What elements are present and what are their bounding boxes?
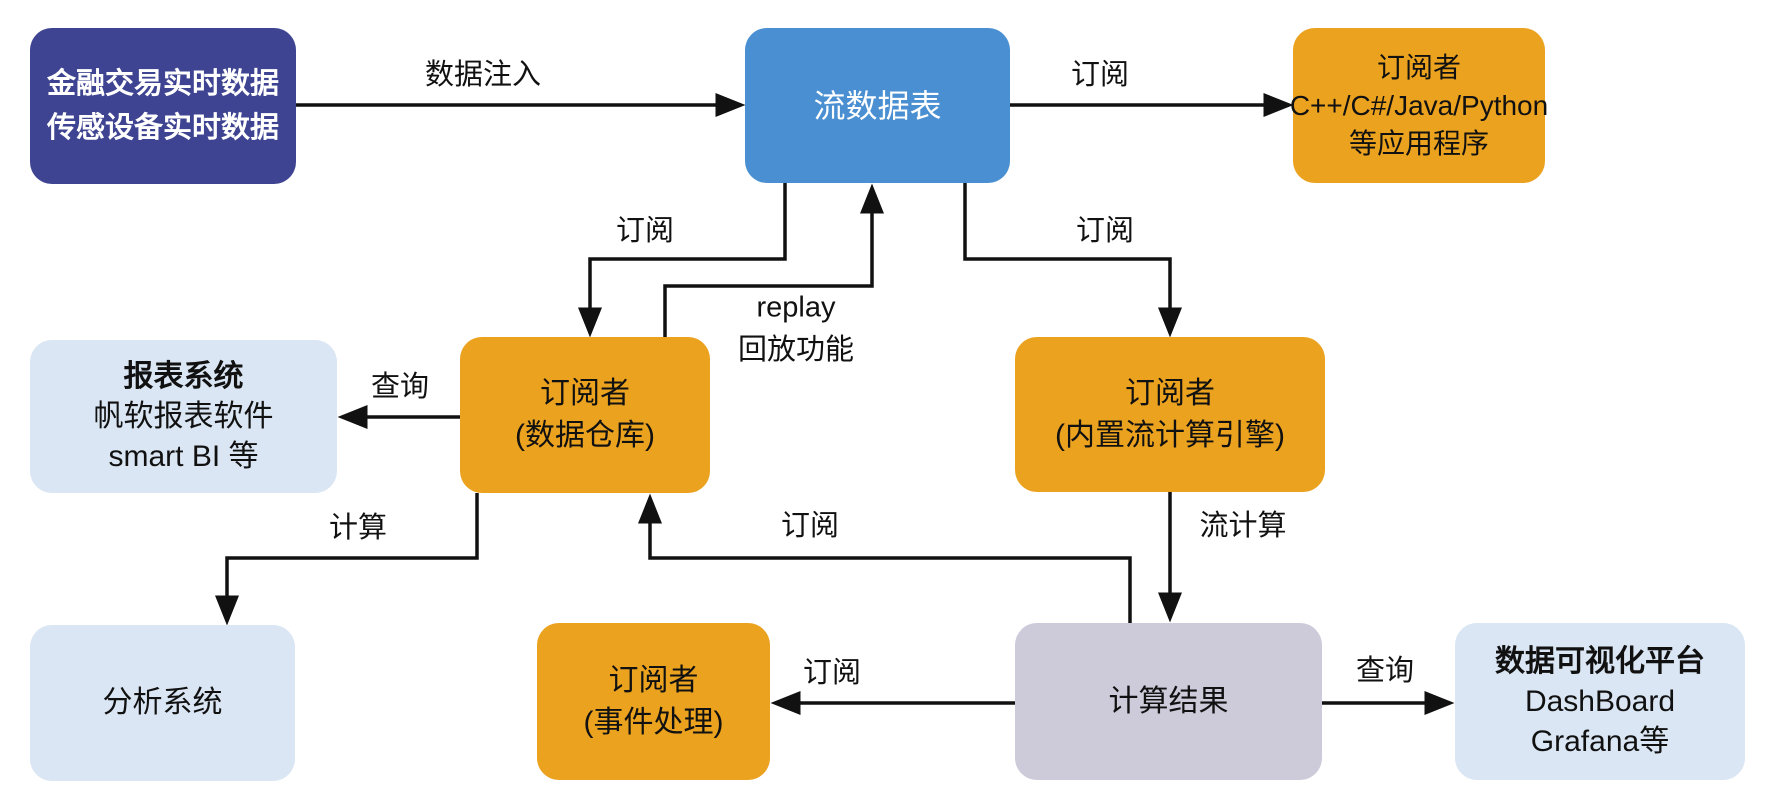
event-subscriber-line-2: (事件处理): [583, 705, 724, 739]
arrow-subscribe-warehouse: [578, 183, 787, 338]
edge-label-query-viz: 查询: [1355, 655, 1415, 687]
report-system-title: 报表系统: [123, 359, 244, 393]
edge-label-subscribe-app: 订阅: [1070, 59, 1130, 91]
edge-label-replay-2: 回放功能: [737, 334, 855, 366]
source-line-1: 金融交易实时数据: [46, 68, 279, 100]
edge-label-query-report: 查询: [370, 371, 430, 403]
node-app-subscriber: 订阅者 C++/C#/Java/Python 等应用程序: [1289, 28, 1549, 183]
viz-platform-line-2: Grafana等: [1530, 724, 1670, 758]
arrow-compute: [215, 493, 479, 626]
edge-label-subscribe-engine: 订阅: [1075, 215, 1135, 247]
edge-label-subscribe-back: 订阅: [780, 510, 840, 542]
viz-platform-title: 数据可视化平台: [1495, 644, 1705, 678]
node-report-system: 报表系统 帆软报表软件 smart BI 等: [30, 340, 337, 493]
edge-label-compute: 计算: [328, 512, 388, 544]
edge-label-stream-compute: 流计算: [1199, 510, 1287, 542]
report-system-line-2: smart BI 等: [108, 439, 259, 473]
edge-label-subscribe-warehouse: 订阅: [615, 215, 675, 247]
node-warehouse-subscriber: 订阅者 (数据仓库): [460, 337, 710, 493]
node-engine-subscriber: 订阅者 (内置流计算引擎): [1015, 337, 1325, 492]
engine-subscriber-line-2: (内置流计算引擎): [1055, 418, 1285, 452]
engine-subscriber-line-1: 订阅者: [1125, 376, 1215, 410]
node-viz-platform: 数据可视化平台 DashBoard Grafana等: [1455, 623, 1745, 780]
node-stream-table: 流数据表: [745, 28, 1010, 183]
edge-label-inject: 数据注入: [424, 59, 542, 91]
warehouse-subscriber-line-1: 订阅者: [540, 377, 630, 410]
edge-label-replay-1: replay: [756, 291, 836, 324]
analysis-system-label: 分析系统: [102, 686, 223, 719]
app-subscriber-line-1: 订阅者: [1376, 51, 1461, 83]
event-subscriber-line-1: 订阅者: [608, 663, 699, 697]
arrow-replay: [663, 183, 884, 337]
viz-platform-line-1: DashBoard: [1524, 684, 1676, 718]
app-subscriber-line-2: C++/C#/Java/Python: [1289, 89, 1549, 121]
warehouse-subscriber-line-2: (数据仓库): [515, 419, 655, 452]
arrow-subscribe-engine: [963, 183, 1182, 338]
compute-result-label: 计算结果: [1108, 684, 1229, 718]
stream-table-label: 流数据表: [813, 87, 942, 124]
node-realtime-data-source: 金融交易实时数据 传感设备实时数据: [30, 28, 296, 184]
node-event-subscriber: 订阅者 (事件处理): [537, 623, 770, 780]
node-analysis-system: 分析系统: [30, 625, 295, 781]
node-compute-result: 计算结果: [1015, 623, 1322, 780]
edge-label-subscribe-event: 订阅: [802, 657, 862, 689]
source-line-2: 传感设备实时数据: [46, 112, 279, 144]
app-subscriber-line-3: 等应用程序: [1348, 127, 1489, 159]
arrow-subscribe-back: [638, 493, 1132, 623]
report-system-line-1: 帆软报表软件: [93, 399, 274, 433]
